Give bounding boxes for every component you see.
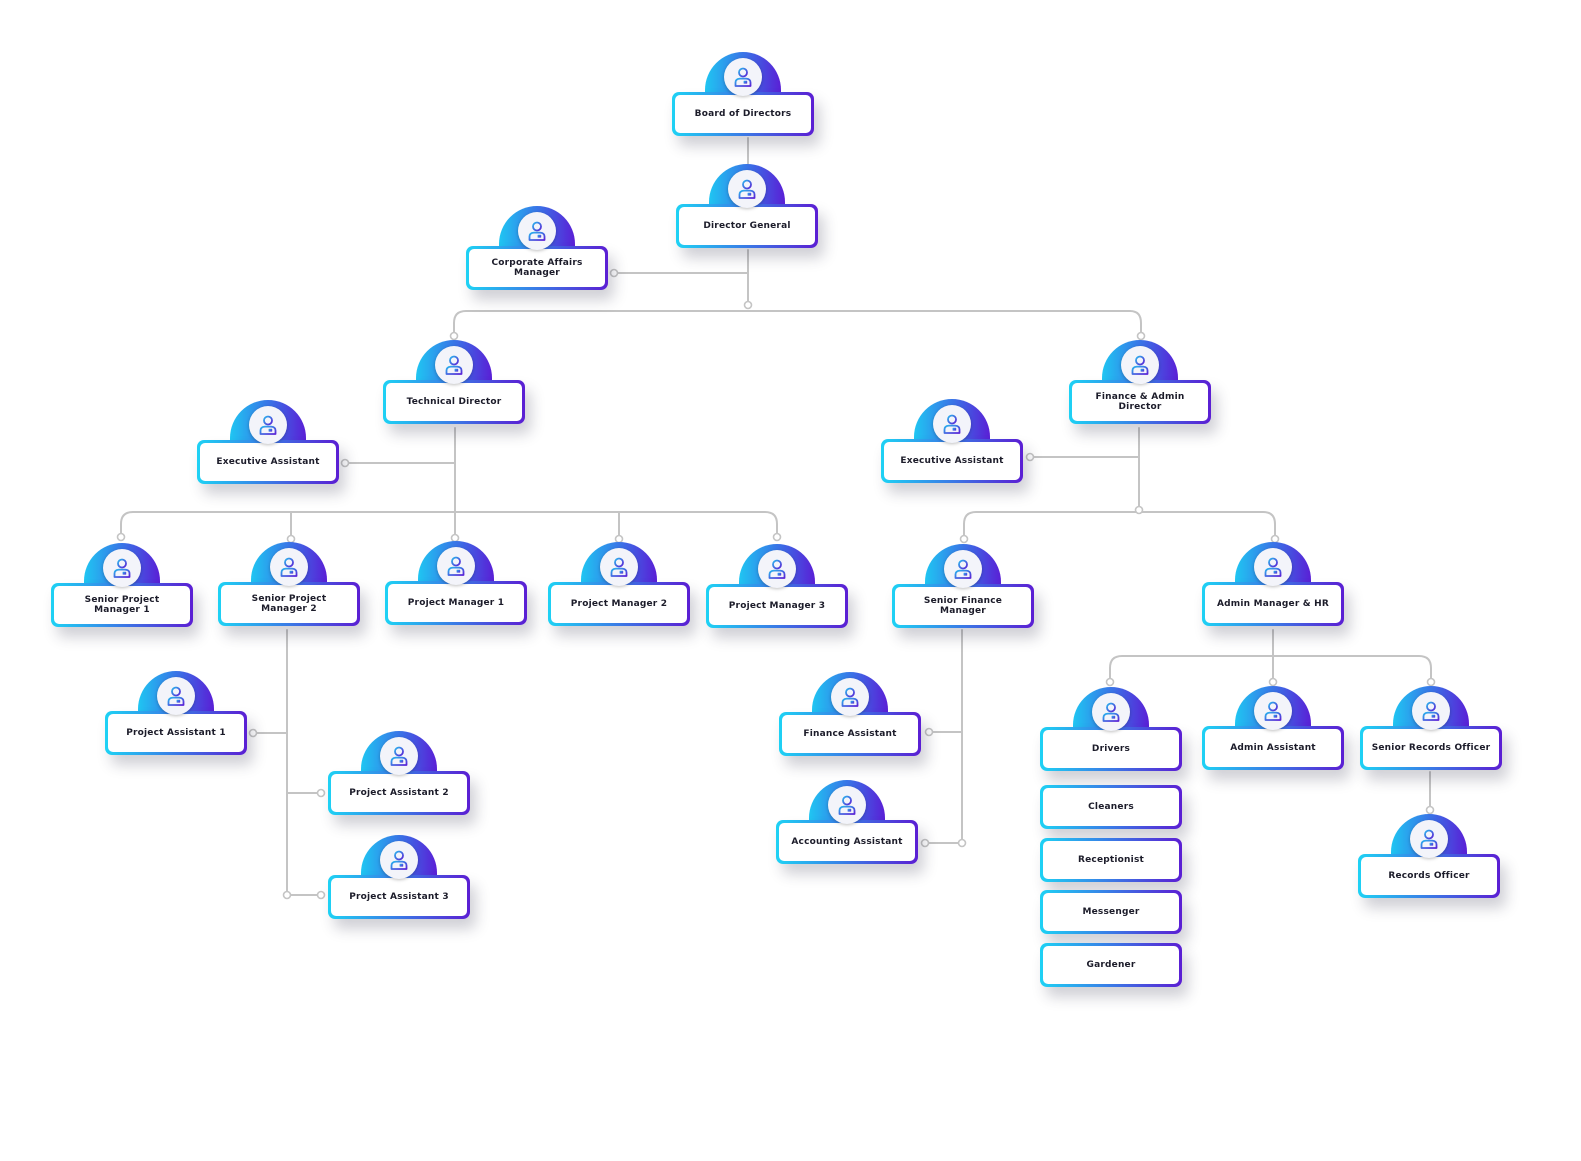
node-executive-assistant-technical: Executive Assistant: [197, 400, 339, 484]
node-label: Project Manager 3: [728, 601, 826, 611]
person-badge-icon: [600, 548, 638, 586]
node-project-assistant-2: Project Assistant 2: [328, 731, 470, 815]
node-admin-assistant: Admin Assistant: [1202, 686, 1344, 770]
node-label: Technical Director: [406, 397, 502, 407]
node-label: Project Assistant 3: [349, 892, 449, 902]
node-cleaners: Cleaners: [1040, 785, 1182, 829]
person-badge-icon: [1254, 548, 1292, 586]
node-project-assistant-1: Project Assistant 1: [105, 671, 247, 755]
person-badge-icon: [933, 405, 971, 443]
node-label: Senior Project Manager 2: [251, 594, 327, 614]
node-label: Admin Assistant: [1230, 743, 1316, 753]
node-finance-admin-director: Finance & Admin Director: [1069, 340, 1211, 424]
person-badge-icon: [724, 58, 762, 96]
node-records-officer: Records Officer: [1358, 814, 1500, 898]
person-badge-icon: [380, 737, 418, 775]
node-label: Receptionist: [1077, 855, 1145, 865]
node-receptionist: Receptionist: [1040, 838, 1182, 882]
node-board-of-directors: Board of Directors: [672, 52, 814, 136]
person-badge-icon: [103, 549, 141, 587]
node-project-manager-3: Project Manager 3: [706, 544, 848, 628]
node-label: Director General: [703, 221, 791, 231]
person-badge-icon: [380, 841, 418, 879]
person-badge-icon: [944, 550, 982, 588]
person-badge-icon: [1254, 692, 1292, 730]
node-admin-manager-hr: Admin Manager & HR: [1202, 542, 1344, 626]
person-badge-icon: [728, 170, 766, 208]
node-senior-records-officer: Senior Records Officer: [1360, 686, 1502, 770]
node-label: Records Officer: [1388, 871, 1470, 881]
node-label: Executive Assistant: [216, 457, 320, 467]
node-gardener: Gardener: [1040, 943, 1182, 987]
node-executive-assistant-finance: Executive Assistant: [881, 399, 1023, 483]
node-label: Accounting Assistant: [791, 837, 903, 847]
node-label: Cleaners: [1088, 802, 1134, 812]
person-badge-icon: [1121, 346, 1159, 384]
person-badge-icon: [518, 212, 556, 250]
node-label: Admin Manager & HR: [1216, 599, 1330, 609]
node-label: Gardener: [1086, 960, 1136, 970]
node-label: Messenger: [1082, 907, 1140, 917]
node-label: Project Manager 1: [407, 598, 505, 608]
node-label: Project Manager 2: [570, 599, 668, 609]
node-label: Project Assistant 1: [126, 728, 226, 738]
node-finance-assistant: Finance Assistant: [779, 672, 921, 756]
person-badge-icon: [249, 406, 287, 444]
node-label: Senior Project Manager 1: [84, 595, 160, 615]
node-drivers: Drivers: [1040, 687, 1182, 771]
node-label: Drivers: [1091, 744, 1131, 754]
node-label: Corporate Affairs Manager: [491, 258, 583, 278]
node-director-general: Director General: [676, 164, 818, 248]
person-badge-icon: [1410, 820, 1448, 858]
node-label: Senior Records Officer: [1371, 743, 1491, 753]
person-badge-icon: [437, 547, 475, 585]
node-label: Project Assistant 2: [349, 788, 449, 798]
person-badge-icon: [157, 677, 195, 715]
node-label: Finance Assistant: [803, 729, 897, 739]
node-label: Executive Assistant: [900, 456, 1004, 466]
node-label: Finance & Admin Director: [1095, 392, 1185, 412]
person-badge-icon: [1092, 693, 1130, 731]
person-badge-icon: [828, 786, 866, 824]
node-accounting-assistant: Accounting Assistant: [776, 780, 918, 864]
person-badge-icon: [435, 346, 473, 384]
node-senior-project-manager-2: Senior Project Manager 2: [218, 542, 360, 626]
node-label: Senior Finance Manager: [923, 596, 1003, 616]
node-senior-finance-manager: Senior Finance Manager: [892, 544, 1034, 628]
node-label: Board of Directors: [694, 109, 792, 119]
person-badge-icon: [1412, 692, 1450, 730]
node-project-manager-2: Project Manager 2: [548, 542, 690, 626]
person-badge-icon: [831, 678, 869, 716]
node-senior-project-manager-1: Senior Project Manager 1: [51, 543, 193, 627]
node-corporate-affairs-manager: Corporate Affairs Manager: [466, 206, 608, 290]
node-project-assistant-3: Project Assistant 3: [328, 835, 470, 919]
node-messenger: Messenger: [1040, 890, 1182, 934]
node-project-manager-1: Project Manager 1: [385, 541, 527, 625]
person-badge-icon: [758, 550, 796, 588]
person-badge-icon: [270, 548, 308, 586]
node-technical-director: Technical Director: [383, 340, 525, 424]
